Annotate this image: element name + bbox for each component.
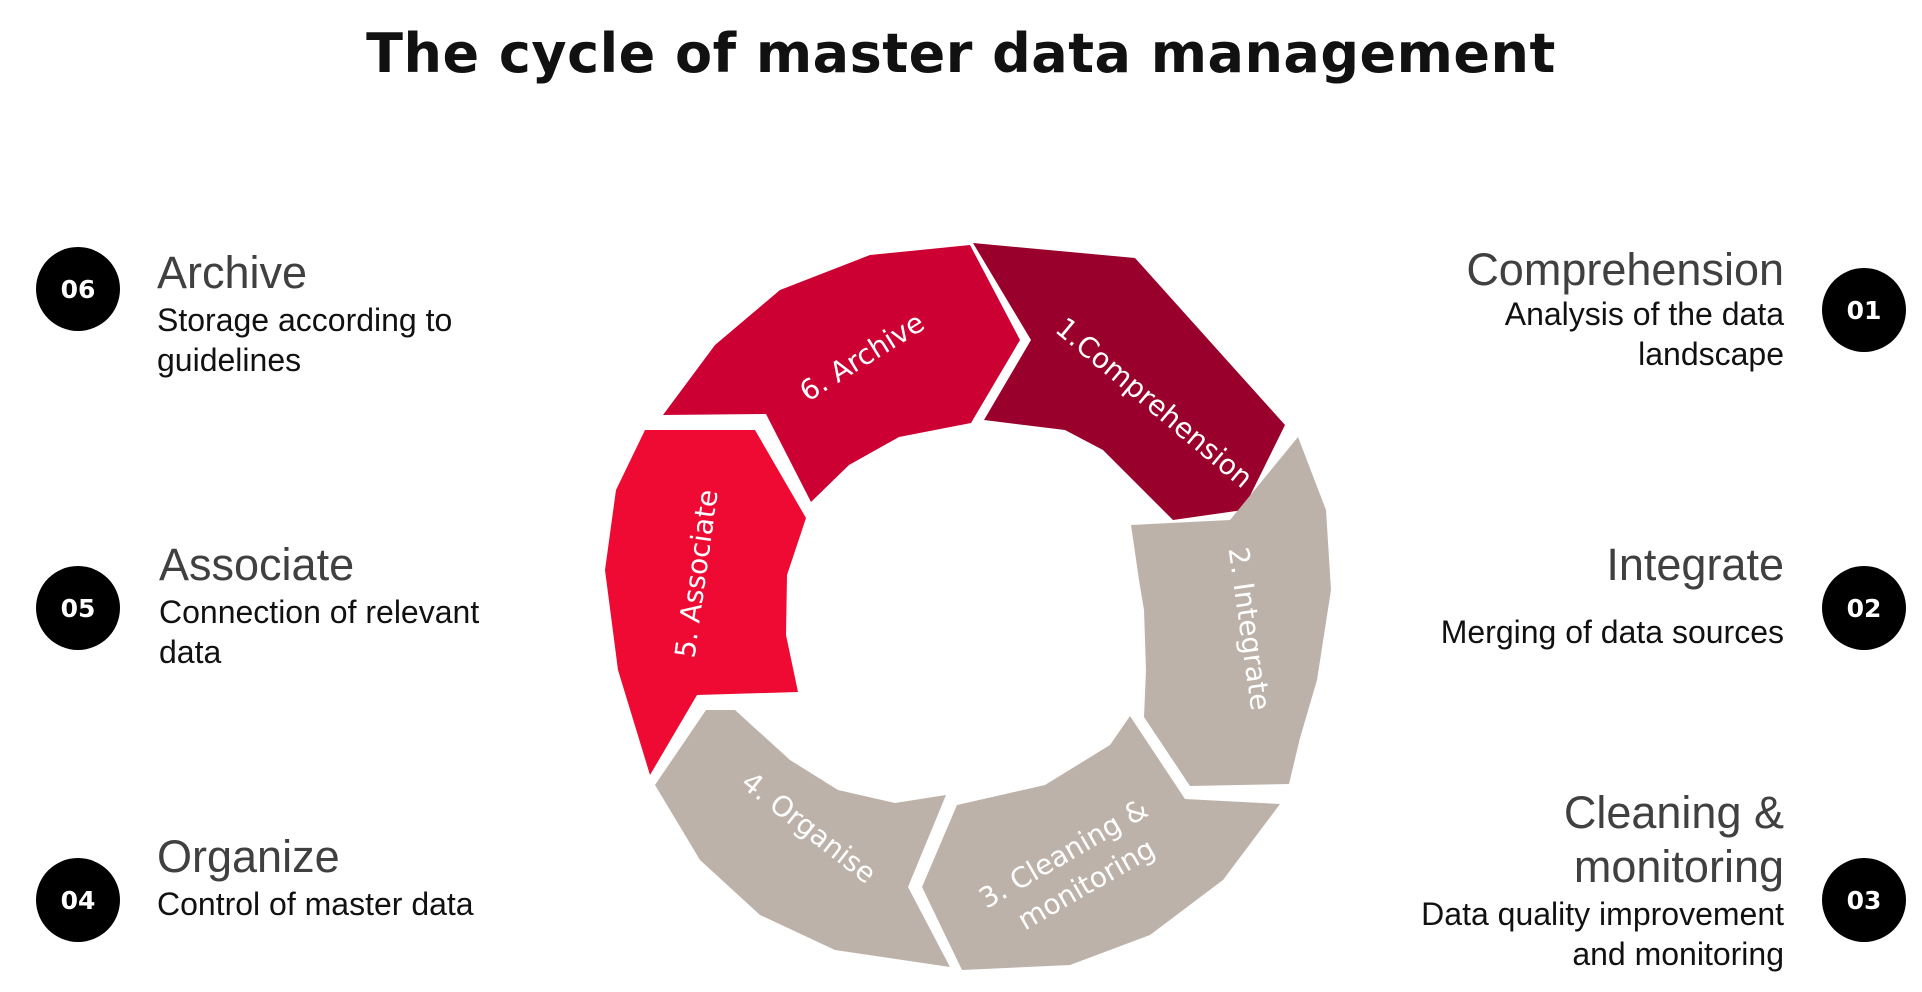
step-01-description-line-1: Analysis of the data <box>1504 296 1784 332</box>
step-04-text-block: Organize Control of master data <box>157 830 567 924</box>
step-05-description-line-1: Connection of relevant <box>159 594 480 630</box>
step-05-number-badge: 05 <box>36 566 120 650</box>
ring-segment-cleaning-monitoring <box>922 716 1280 970</box>
step-06-heading: Archive <box>157 247 308 298</box>
ring-segment-organise <box>655 710 950 967</box>
step-06-text-block: Archive Storage according to guidelines <box>157 246 567 380</box>
step-01-number-badge: 01 <box>1822 268 1906 352</box>
step-02-text-block: Integrate Merging of data sources <box>1374 538 1784 652</box>
step-03-description-line-1: Data quality improvement <box>1421 896 1784 932</box>
step-05-text-block: Associate Connection of relevant data <box>159 538 569 672</box>
step-06-number-badge: 06 <box>36 247 120 331</box>
step-04-description-line-1: Control of master data <box>157 886 474 922</box>
page-title: The cycle of master data management <box>366 22 1556 85</box>
step-02-number-badge: 02 <box>1822 566 1906 650</box>
step-06-description-line-1: Storage according to <box>157 302 453 338</box>
step-02-heading: Integrate <box>1606 539 1784 590</box>
step-01-description-line-2: landscape <box>1638 336 1784 372</box>
step-01-heading: Comprehension <box>1466 244 1784 295</box>
step-03-number-badge: 03 <box>1822 858 1906 942</box>
step-05-description-line-2: data <box>159 634 222 670</box>
step-05-heading: Associate <box>159 539 355 590</box>
step-03-heading-line-1: Cleaning & <box>1563 787 1784 838</box>
ring-segment-comprehension <box>973 243 1285 520</box>
step-04-heading: Organize <box>157 831 340 882</box>
ring-segment-associate <box>605 430 806 775</box>
ring-segment-integrate <box>1131 437 1331 786</box>
step-03-heading-line-2: monitoring <box>1573 841 1784 892</box>
step-04-number-badge: 04 <box>36 858 120 942</box>
step-03-description-line-2: and monitoring <box>1572 936 1784 972</box>
ring-segment-archive <box>663 245 1020 502</box>
step-01-text-block: Comprehension Analysis of the data lands… <box>1374 246 1784 374</box>
step-06-description-line-2: guidelines <box>157 342 302 378</box>
step-02-description-line-1: Merging of data sources <box>1440 614 1784 650</box>
step-03-text-block: Cleaning & monitoring Data quality impro… <box>1374 786 1784 974</box>
